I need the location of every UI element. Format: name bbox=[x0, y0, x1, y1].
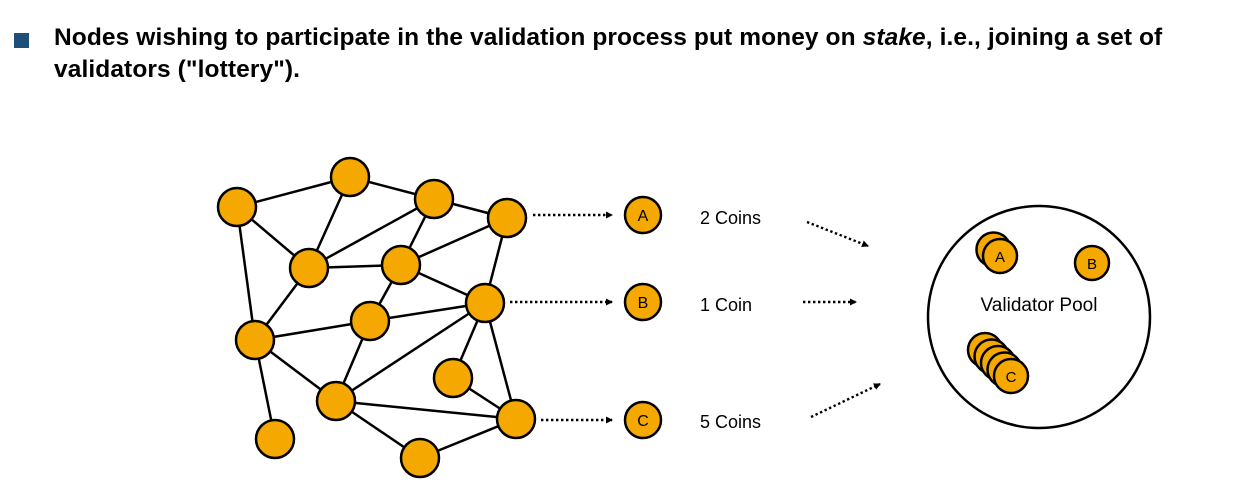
pool-coin-letter: B bbox=[1087, 256, 1097, 273]
network-node bbox=[329, 156, 371, 198]
staker-amount-c: 5 Coins bbox=[700, 412, 761, 432]
network-node bbox=[486, 197, 528, 239]
network-nodes bbox=[216, 156, 537, 479]
bullet-square-icon bbox=[14, 33, 29, 48]
staker-letter-b: B bbox=[638, 295, 649, 312]
pool-coin-stack-b: B bbox=[1073, 244, 1111, 282]
network-graph bbox=[216, 156, 537, 479]
staker-b-row: B 1 Coin bbox=[510, 282, 857, 322]
dotted-arrow-a-to-pool bbox=[806, 220, 869, 248]
pool-coin-stack-a: A bbox=[975, 231, 1019, 275]
staker-letter-c: C bbox=[637, 413, 649, 430]
pool-coin bbox=[981, 237, 1019, 275]
network-node bbox=[315, 380, 357, 422]
pool-coin bbox=[1073, 244, 1111, 282]
network-node bbox=[380, 244, 422, 286]
validator-pool-label: Validator Pool bbox=[981, 295, 1098, 316]
network-node bbox=[399, 437, 441, 479]
network-node bbox=[288, 247, 330, 289]
staker-c-row: C 5 Coins bbox=[541, 382, 881, 440]
bullet-text: Nodes wishing to participate in the vali… bbox=[54, 22, 1249, 86]
pool-coin bbox=[992, 357, 1030, 395]
validator-pool-circle bbox=[926, 204, 1152, 430]
validator-pool: Validator Pool A B C bbox=[926, 204, 1152, 430]
pool-coin-letter: C bbox=[1006, 369, 1017, 386]
network-node bbox=[234, 319, 276, 361]
staker-node-c bbox=[623, 400, 663, 440]
pool-coin-letter: A bbox=[995, 249, 1005, 266]
bullet-text-emphasis: stake bbox=[862, 24, 926, 51]
network-node bbox=[254, 418, 296, 460]
pool-coin-stack-c: C bbox=[966, 331, 1030, 395]
bullet-text-before: Nodes wishing to participate in the vali… bbox=[54, 24, 863, 51]
network-edge bbox=[335, 301, 486, 403]
bullet-point: Nodes wishing to participate in the vali… bbox=[14, 22, 1249, 86]
network-edge bbox=[235, 206, 257, 341]
network-node bbox=[464, 282, 506, 324]
network-edge bbox=[335, 399, 517, 421]
network-node bbox=[349, 300, 391, 342]
network-node bbox=[216, 186, 258, 228]
staker-node-a bbox=[623, 195, 663, 235]
pool-coins: A B C bbox=[966, 231, 1111, 395]
network-node bbox=[413, 178, 455, 220]
network-edge bbox=[308, 197, 435, 270]
staker-amount-b: 1 Coin bbox=[700, 295, 752, 315]
dotted-arrow-c-to-pool bbox=[810, 382, 881, 419]
network-node bbox=[432, 357, 474, 399]
staker-a-row: A 2 Coins bbox=[533, 195, 869, 248]
staker-node-b bbox=[623, 282, 663, 322]
staker-amount-a: 2 Coins bbox=[700, 208, 761, 228]
staker-letter-a: A bbox=[638, 208, 649, 225]
bullet-text-after: , i.e., joining a set of validators ("lo… bbox=[54, 24, 1163, 83]
network-node bbox=[495, 398, 537, 440]
